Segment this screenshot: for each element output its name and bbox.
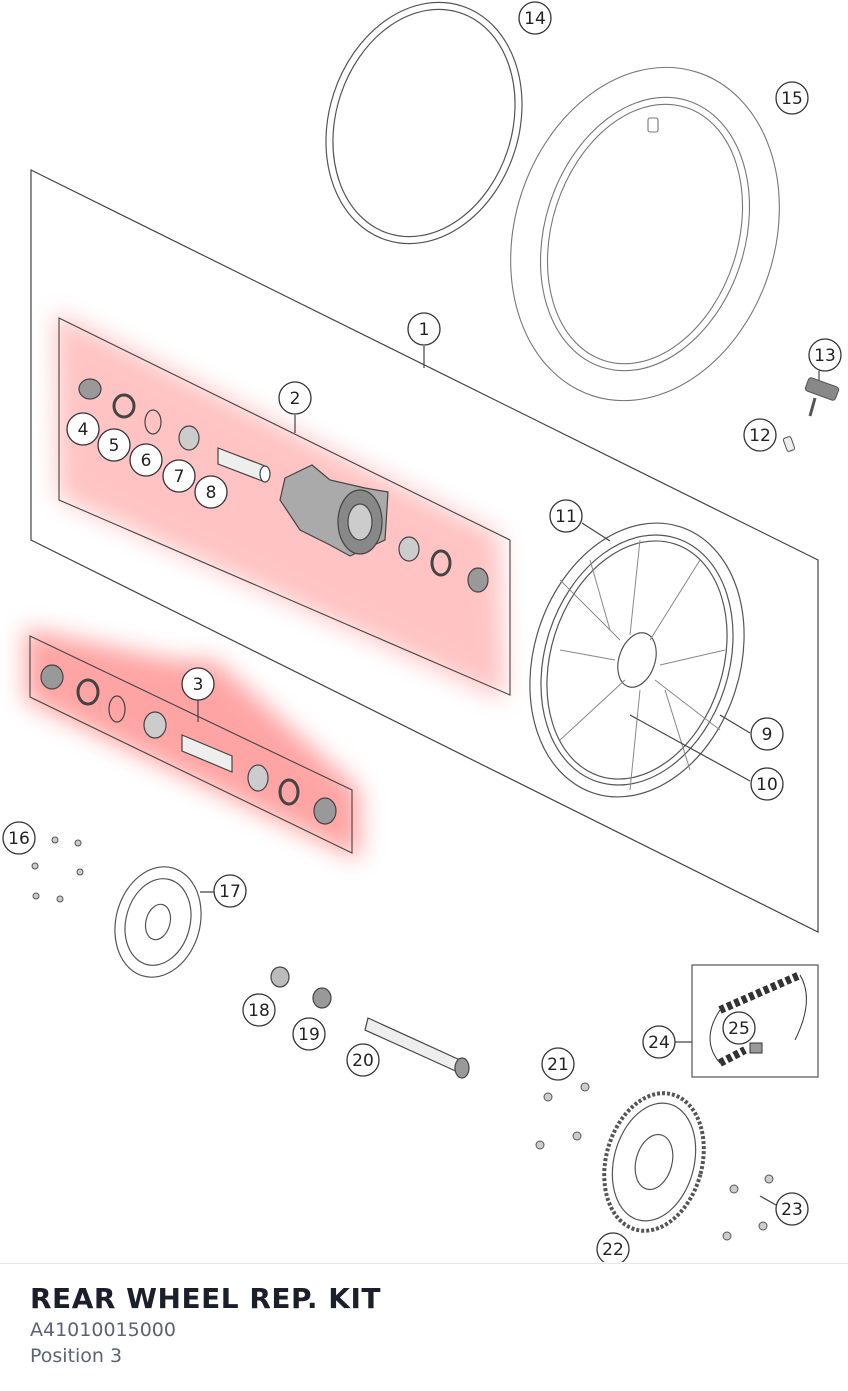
- callout-circle-17: [213, 874, 247, 908]
- part-position: Position 3: [30, 1345, 123, 1367]
- callout-number-24: 24: [648, 1033, 670, 1053]
- chain-part: [709, 971, 807, 1067]
- callout-number-16: 16: [8, 829, 30, 849]
- inner-tube-part: [510, 66, 780, 402]
- screws-part: [722, 1174, 774, 1241]
- callout-circle-13: [808, 338, 842, 372]
- callout-circle-16: [2, 821, 36, 855]
- valve-parts: [782, 377, 840, 452]
- callout-circle-10: [750, 767, 784, 801]
- callout-number-8: 8: [206, 483, 217, 503]
- callout-number-2: 2: [290, 389, 301, 409]
- bolts-part: [31, 836, 84, 903]
- callout-circle-22: [596, 1232, 630, 1262]
- callout-number-15: 15: [781, 89, 803, 109]
- callout-circle-3: [181, 667, 215, 701]
- callout-circle-9: [750, 717, 784, 751]
- axle-parts: [270, 966, 470, 1079]
- callout-circle-2: [278, 381, 312, 415]
- exploded-parts-diagram: 1234567891011121314151617181920212223242…: [2, 1, 842, 1262]
- callout-circle-15: [775, 81, 809, 115]
- callout-circle-11: [549, 499, 583, 533]
- callout-circle-14: [518, 1, 552, 35]
- callout-number-4: 4: [78, 420, 89, 440]
- spoked-wheel-part: [529, 522, 745, 798]
- callout-number-21: 21: [547, 1055, 569, 1075]
- nuts-part: [535, 1082, 590, 1150]
- callout-number-19: 19: [298, 1025, 320, 1045]
- rep-kit-parts: [40, 664, 337, 825]
- rep-kit-frame: [29, 635, 353, 854]
- callout-number-12: 12: [749, 426, 771, 446]
- callout-number-7: 7: [174, 467, 185, 487]
- callout-circle-6: [129, 443, 163, 477]
- callout-circle-5: [97, 428, 131, 462]
- callout-circle-8: [194, 475, 228, 509]
- hub-kit-frame: [58, 317, 511, 696]
- part-number: A41010015000: [30, 1319, 176, 1341]
- callout-number-13: 13: [814, 346, 836, 366]
- callout-number-18: 18: [248, 1001, 270, 1021]
- hub-parts: [78, 378, 489, 593]
- callout-number-9: 9: [762, 725, 773, 745]
- callout-number-22: 22: [602, 1240, 624, 1260]
- callout-number-17: 17: [219, 882, 241, 902]
- sprocket-part: [602, 1091, 706, 1233]
- callout-number-5: 5: [109, 436, 120, 456]
- callout-circle-19: [292, 1017, 326, 1051]
- callout-number-11: 11: [555, 507, 577, 527]
- callout-number-3: 3: [193, 675, 204, 695]
- callout-number-23: 23: [781, 1200, 803, 1220]
- wheel-assembly-frame: [30, 169, 819, 933]
- callout-circle-1: [407, 312, 441, 346]
- brake-disc-part: [114, 866, 202, 978]
- callout-number-25: 25: [728, 1019, 750, 1039]
- callout-circle-23: [775, 1192, 809, 1226]
- callout-circle-18: [242, 993, 276, 1027]
- chain-frame: [691, 964, 819, 1078]
- callout-circle-4: [66, 412, 100, 446]
- callout-circle-21: [541, 1047, 575, 1081]
- callout-number-10: 10: [756, 775, 778, 795]
- callout-circle-20: [346, 1043, 380, 1077]
- part-info-panel: REAR WHEEL REP. KIT A41010015000 Positio…: [0, 1263, 848, 1391]
- callout-number-14: 14: [524, 9, 546, 29]
- callout-circle-25: [722, 1011, 756, 1045]
- callout-number-6: 6: [141, 451, 152, 471]
- callout-circle-7: [162, 459, 196, 493]
- part-title: REAR WHEEL REP. KIT: [30, 1282, 381, 1315]
- highlight-hub-assembly: [55, 312, 505, 700]
- rim-band-part: [325, 1, 523, 245]
- leader-lines: [197, 346, 820, 1206]
- callout-number-1: 1: [419, 320, 430, 340]
- callout-circle-24: [642, 1025, 676, 1059]
- callout-circle-12: [743, 418, 777, 452]
- callout-number-20: 20: [352, 1051, 374, 1071]
